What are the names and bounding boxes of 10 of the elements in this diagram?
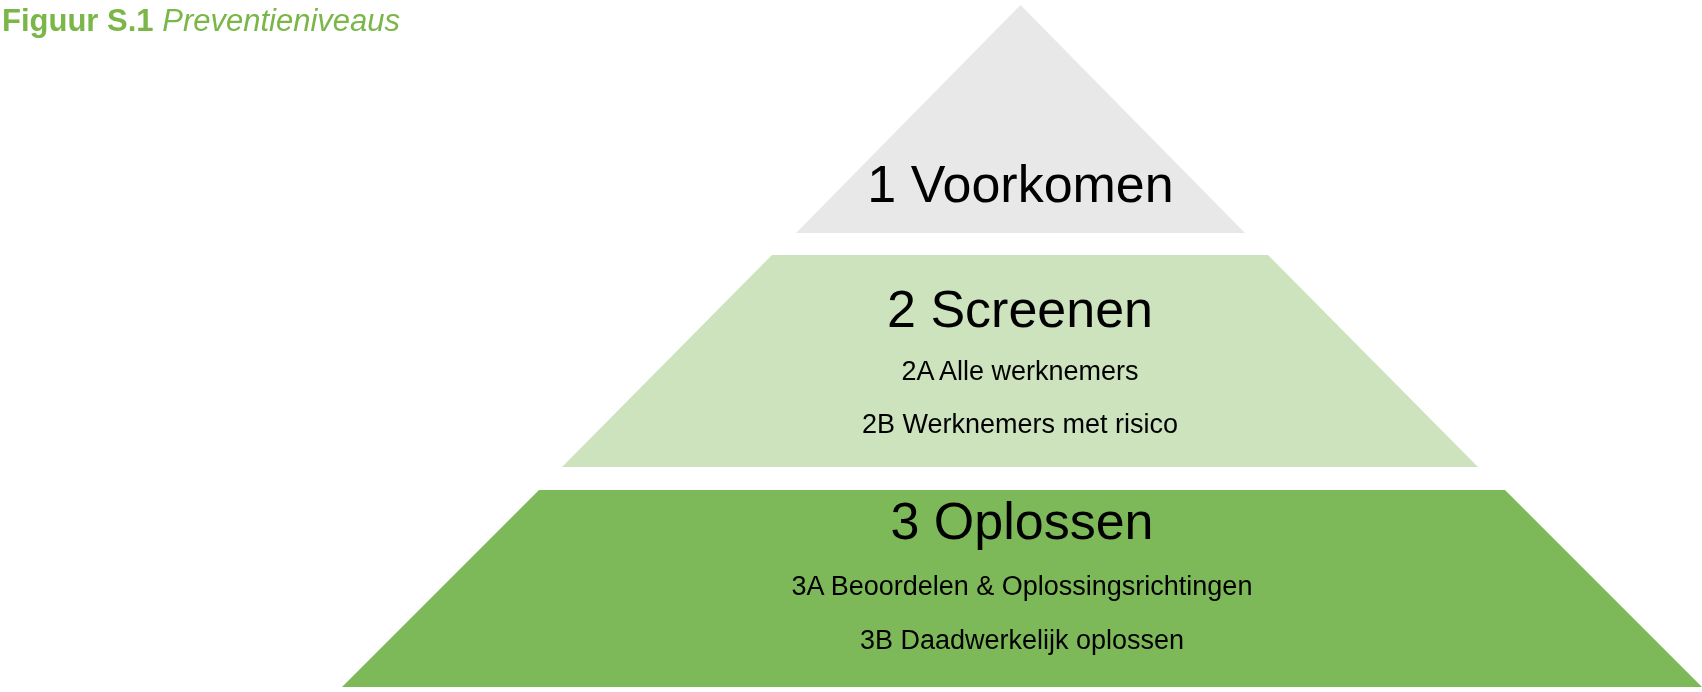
tier-heading: 3 Oplossen — [890, 493, 1154, 551]
tier-heading: 2 Screenen — [887, 281, 1153, 339]
pyramid-tier — [562, 255, 1478, 467]
tier-item: 3B Daadwerkelijk oplossen — [859, 626, 1185, 656]
tier-item: 2A Alle werknemers — [901, 357, 1139, 387]
tier-item: 2B Werknemers met risico — [861, 410, 1179, 440]
pyramid-tier — [342, 490, 1702, 687]
tier-item: 3A Beoordelen & Oplossingsrichtingen — [791, 572, 1253, 602]
tier-heading: 1 Voorkomen — [867, 156, 1174, 214]
figure-title: Figuur S.1 Preventieniveaus — [2, 4, 401, 39]
